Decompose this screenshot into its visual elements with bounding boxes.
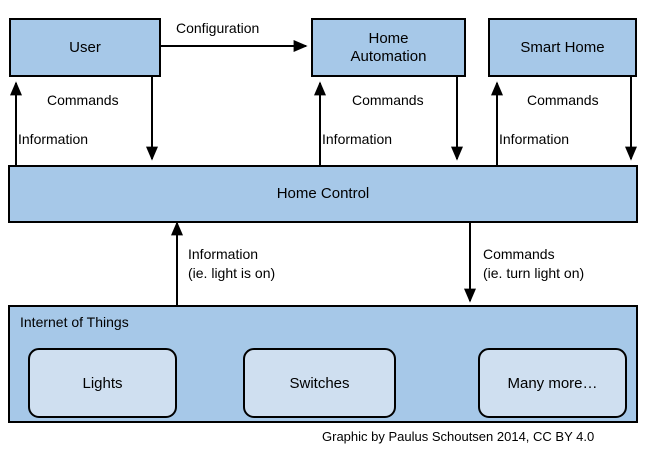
node-home-control[interactable]: Home Control	[8, 165, 638, 223]
node-home-automation-label: Home Automation	[350, 29, 427, 65]
credit-text: Graphic by Paulus Schoutsen 2014, CC BY …	[322, 429, 595, 444]
iot-item-switches[interactable]: Switches	[243, 348, 396, 418]
iot-item-many-more-label: Many more…	[507, 374, 598, 392]
iot-item-many-more[interactable]: Many more…	[478, 348, 627, 418]
iot-item-lights-label: Lights	[82, 374, 123, 392]
iot-item-lights[interactable]: Lights	[28, 348, 177, 418]
label-information-home-automation: Information	[322, 131, 393, 147]
label-information-iot-line1: Information	[188, 246, 259, 262]
node-user-label: User	[69, 38, 101, 56]
node-home-control-label: Home Control	[276, 185, 370, 203]
label-commands-iot-line1: Commands	[483, 246, 555, 262]
node-user[interactable]: User	[9, 18, 161, 77]
label-commands-smart-home: Commands	[527, 92, 599, 108]
label-information-user: Information	[18, 131, 89, 147]
node-internet-of-things-label: Internet of Things	[20, 314, 129, 330]
node-smart-home[interactable]: Smart Home	[488, 18, 637, 77]
node-internet-of-things[interactable]: Internet of Things Lights Switches Many …	[8, 305, 638, 423]
label-configuration: Configuration	[176, 20, 260, 36]
label-commands-user: Commands	[47, 92, 119, 108]
node-home-automation[interactable]: Home Automation	[311, 18, 466, 77]
label-information-iot-line2: (ie. light is on)	[188, 265, 276, 281]
node-smart-home-label: Smart Home	[520, 38, 605, 56]
label-information-smart-home: Information	[499, 131, 570, 147]
iot-item-switches-label: Switches	[289, 374, 350, 392]
label-commands-iot-line2: (ie. turn light on)	[483, 265, 585, 281]
label-commands-home-automation: Commands	[352, 92, 424, 108]
